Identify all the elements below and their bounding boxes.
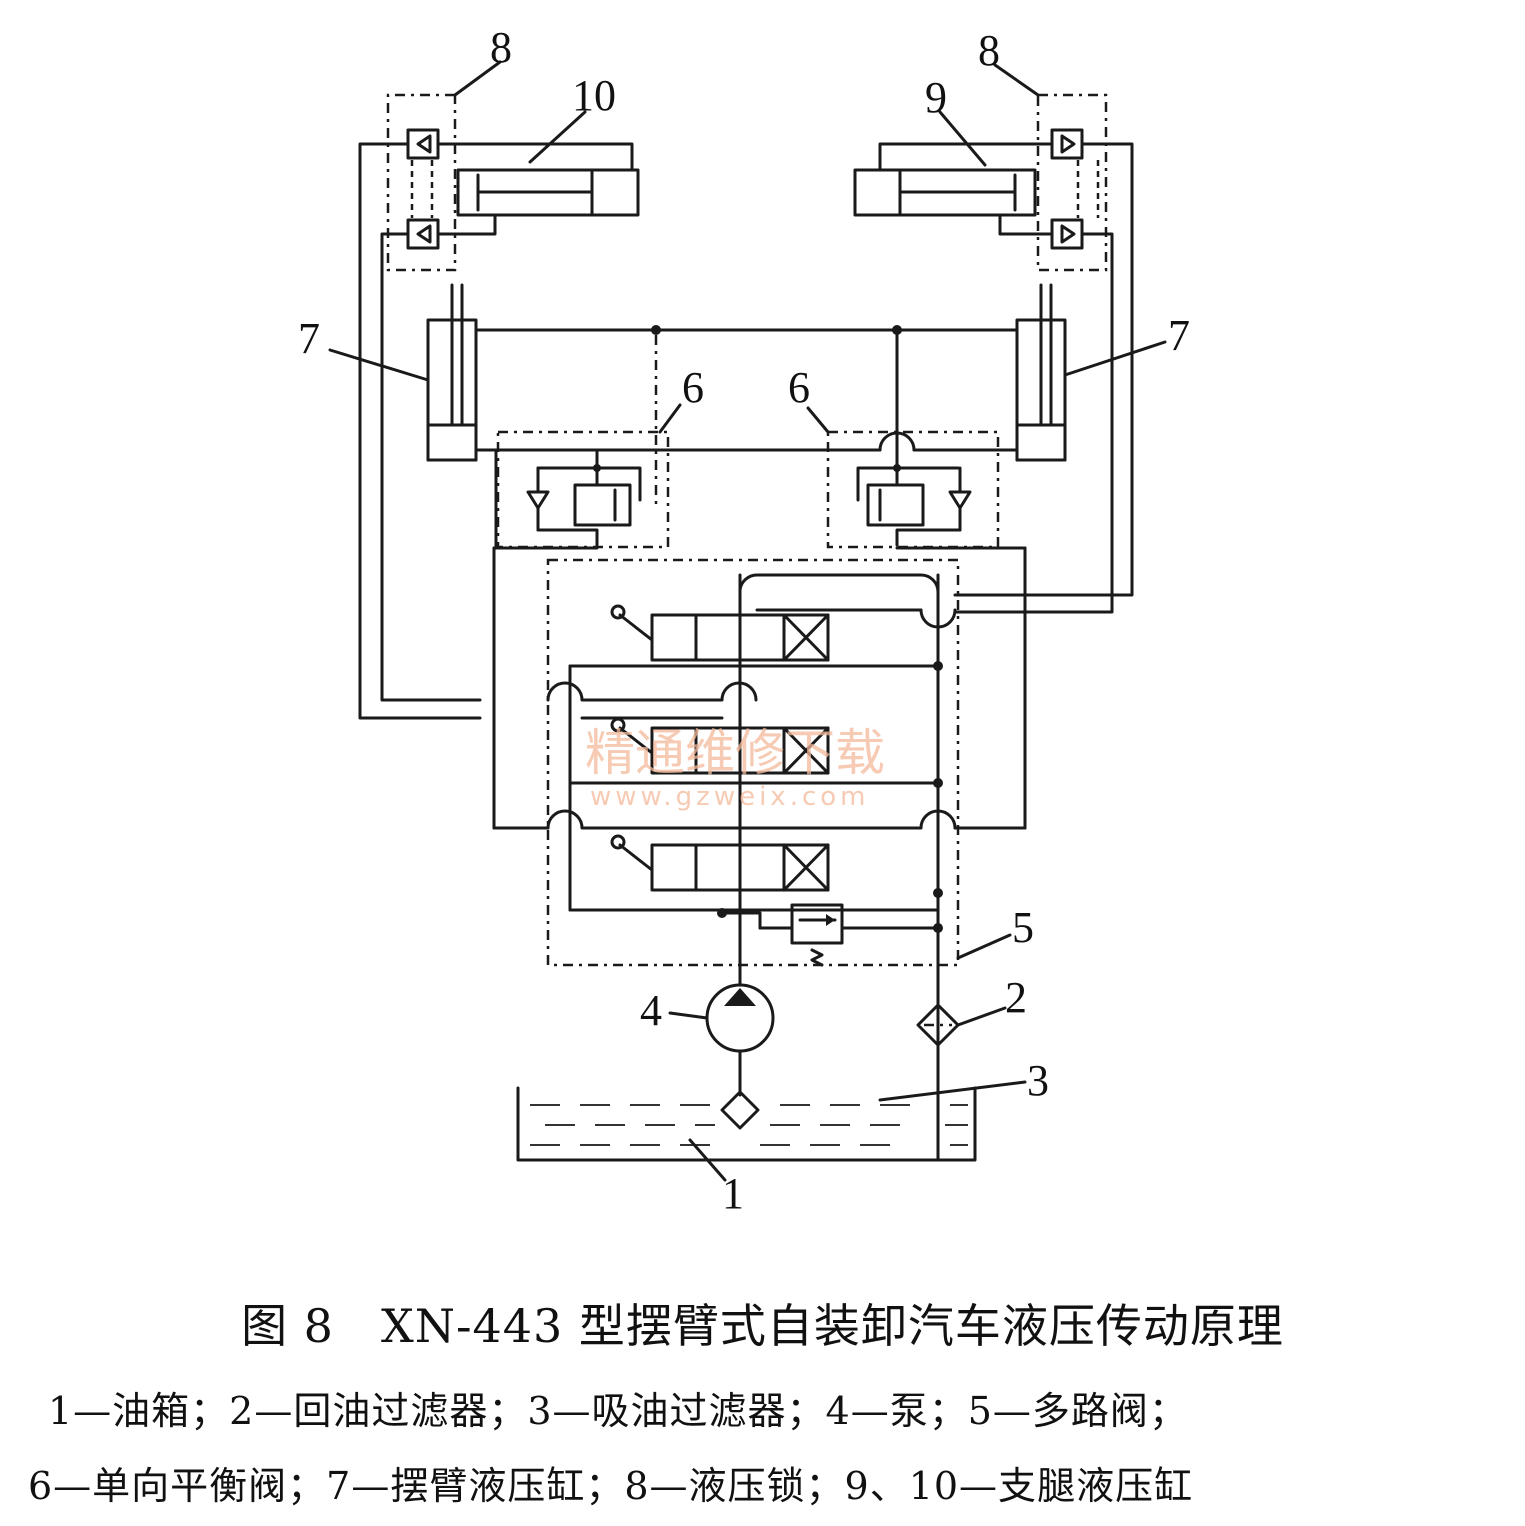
hydraulic-schematic: 8 8 10 9 7 7 6 6 5 4 2 3 1 精通维修下载 www.gz… [298,23,1190,1218]
leader-lines [328,60,1167,1182]
outrigger-cylinder-9 [853,142,1054,236]
watermark-url: www.gzweix.com [590,782,870,812]
multiway-valve [492,546,1042,1087]
oil-tank [516,1083,977,1162]
balance-valve-left [496,430,670,549]
swing-arm-cylinder-left [426,283,478,462]
relief-valve [720,903,940,967]
label-return-filter: 2 [1005,973,1027,1022]
pump [705,983,775,1097]
balance-valve-right [826,430,1000,549]
label-swing-arm-cylinder-left: 7 [298,314,320,363]
figure-caption-title: 图 8 XN-443 型摆臂式自装卸汽车液压传动原理 [241,1299,1284,1353]
label-oil-tank: 1 [722,1169,744,1218]
label-balance-valve-left: 6 [682,363,704,412]
spool-valve-3 [610,834,830,892]
swing-arm-cylinder-right [1015,283,1067,462]
spool-valve-1 [610,604,830,662]
label-suction-filter: 3 [1027,1056,1049,1105]
label-hydraulic-lock-left: 8 [490,23,512,72]
label-balance-valve-right: 6 [788,363,810,412]
label-pump: 4 [640,986,662,1035]
return-filter [916,1003,960,1047]
hydraulic-lock-left [386,93,457,272]
figure-legend-line-1: 1—油箱；2—回油过滤器；3—吸油过滤器；4—泵；5—多路阀； [48,1389,1188,1433]
label-outrigger-cylinder-10: 10 [572,71,616,120]
watermark-text: 精通维修下载 [585,724,885,782]
label-outrigger-cylinder-9: 9 [925,73,947,122]
label-swing-arm-cylinder-right: 7 [1168,311,1190,360]
label-hydraulic-lock-right: 8 [978,26,1000,75]
label-multiway-valve: 5 [1012,903,1034,952]
suction-filter [720,1090,760,1130]
figure-legend-line-2: 6—单向平衡阀；7—摆臂液压缸；8—液压锁；9、10—支腿液压缸 [28,1464,1194,1508]
outrigger-cylinder-10 [436,142,640,236]
hydraulic-lock-right [1036,93,1108,272]
